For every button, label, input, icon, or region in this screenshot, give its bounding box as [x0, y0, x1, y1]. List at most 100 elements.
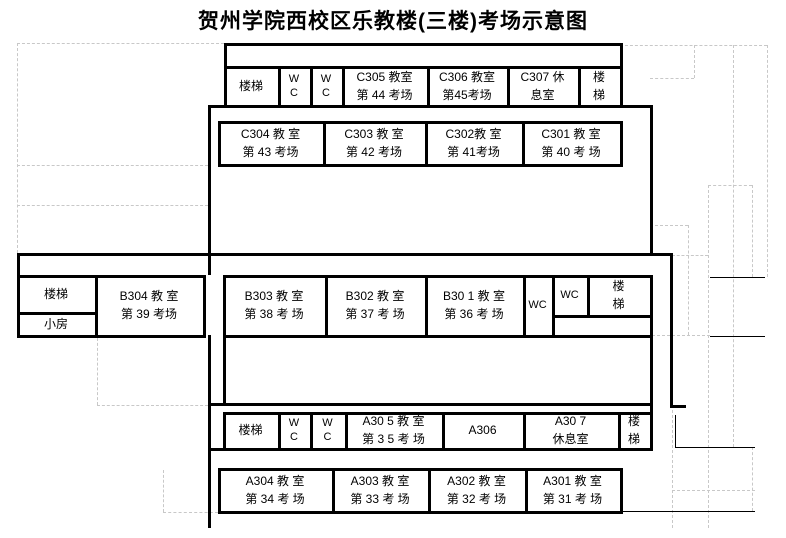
grid-line: [97, 338, 98, 405]
room-b304: B304 教 室 第 39 考场: [119, 289, 179, 321]
wall-segment: [203, 275, 206, 338]
grid-line: [672, 405, 673, 528]
wall-segment: [425, 275, 428, 338]
wall-segment: [208, 105, 211, 275]
grid-line: [655, 225, 688, 226]
grid-line: [17, 205, 208, 206]
wall-segment: [208, 105, 653, 108]
wall-segment: [223, 275, 226, 338]
stair-a-right: 楼 梯: [627, 414, 640, 446]
wall-segment: [218, 164, 623, 167]
stair-a-left: 楼梯: [238, 423, 263, 437]
room-b302: B302 教 室 第 37 考 场: [345, 289, 405, 321]
wall-segment: [345, 412, 348, 451]
grid-line: [17, 43, 224, 44]
wall-segment: [223, 335, 226, 406]
wall-segment: [442, 412, 445, 451]
wc-icon-label: W C: [288, 72, 300, 99]
grid-line: [672, 490, 755, 491]
wall-segment: [650, 105, 653, 253]
thin-line: [622, 511, 755, 512]
wall-segment: [425, 121, 428, 167]
wall-segment: [620, 468, 623, 514]
grid-line: [650, 78, 694, 79]
wall-segment: [428, 468, 431, 511]
wall-segment: [278, 66, 281, 108]
grid-line: [17, 43, 18, 253]
wall-segment: [670, 253, 673, 408]
wall-segment: [223, 275, 653, 278]
room-c305: C305 教室 第 44 考场: [356, 69, 413, 102]
wall-segment: [223, 412, 653, 415]
thin-line: [675, 415, 676, 448]
wall-segment: [218, 468, 221, 514]
room-c301: C301 教 室 第 40 考 场: [541, 126, 601, 159]
wall-segment: [208, 403, 653, 406]
grid-line: [694, 45, 695, 78]
thin-line: [710, 277, 765, 278]
grid-line: [767, 45, 768, 277]
room-c306: C306 教室 第45考场: [438, 69, 496, 102]
wall-segment: [587, 275, 590, 318]
wall-segment: [522, 121, 525, 167]
wall-segment: [224, 66, 623, 69]
stair-b-left: 楼梯: [43, 286, 68, 301]
grid-line: [17, 165, 208, 166]
wall-segment: [323, 121, 326, 167]
wall-segment: [17, 275, 206, 278]
room-a302: A302 教 室 第 32 考 场: [446, 473, 507, 506]
grid-line: [620, 45, 767, 46]
room-c304: C304 教 室 第 43 考场: [240, 126, 301, 159]
room-c302: C302教 室 第 41考场: [445, 126, 502, 159]
wall-segment: [310, 412, 313, 451]
room-a307: A30 7 休息室: [552, 414, 589, 446]
wall-segment: [552, 275, 555, 338]
wc-icon-label: W C: [320, 72, 332, 99]
wall-segment: [670, 405, 686, 408]
wall-segment: [578, 66, 581, 108]
thin-line: [675, 447, 755, 448]
wall-segment: [17, 253, 673, 256]
room-a301: A301 教 室 第 31 考 场: [542, 473, 603, 506]
room-b303: B303 教 室 第 38 考 场: [244, 289, 304, 321]
wc-icon-label: W C: [288, 417, 300, 443]
wc-icon-label: WC: [560, 289, 579, 301]
wall-segment: [95, 275, 98, 338]
grid-line: [672, 255, 708, 256]
wall-segment: [310, 66, 313, 108]
room-a304: A304 教 室 第 34 考 场: [245, 473, 305, 506]
wall-segment: [17, 335, 206, 338]
page-title: 贺州学院西校区乐教楼(三楼)考场示意图: [198, 10, 588, 33]
wall-segment: [618, 412, 621, 451]
grid-line: [708, 185, 709, 528]
wall-segment: [218, 121, 623, 124]
grid-line: [163, 512, 218, 513]
grid-line: [163, 470, 164, 512]
grid-line: [752, 447, 753, 511]
room-b301: B30 1 教 室 第 36 考 场: [442, 289, 506, 321]
wall-segment: [620, 121, 623, 167]
grid-line: [97, 405, 208, 406]
room-a305: A30 5 教 室 第 3 5 考 场: [362, 414, 425, 446]
wall-segment: [325, 275, 328, 338]
wall-segment: [552, 315, 653, 318]
room-c303: C303 教 室 第 42 考场: [344, 126, 404, 159]
stair-top-right: 楼 梯: [592, 69, 605, 102]
wall-segment: [427, 66, 430, 108]
wall-segment: [332, 468, 335, 511]
grid-line: [733, 45, 734, 447]
grid-line: [752, 185, 753, 277]
room-c307: C307 休 息室: [520, 69, 565, 102]
wall-segment: [208, 448, 653, 451]
wall-segment: [342, 66, 345, 108]
wc-icon-label: W C: [322, 417, 333, 443]
wall-segment: [507, 66, 510, 108]
wall-segment: [223, 335, 653, 338]
wall-segment: [208, 335, 211, 528]
room-a306: A306: [468, 423, 497, 437]
wall-segment: [218, 511, 623, 514]
wall-segment: [278, 412, 281, 451]
wall-segment: [523, 412, 526, 451]
wall-segment: [525, 468, 528, 511]
